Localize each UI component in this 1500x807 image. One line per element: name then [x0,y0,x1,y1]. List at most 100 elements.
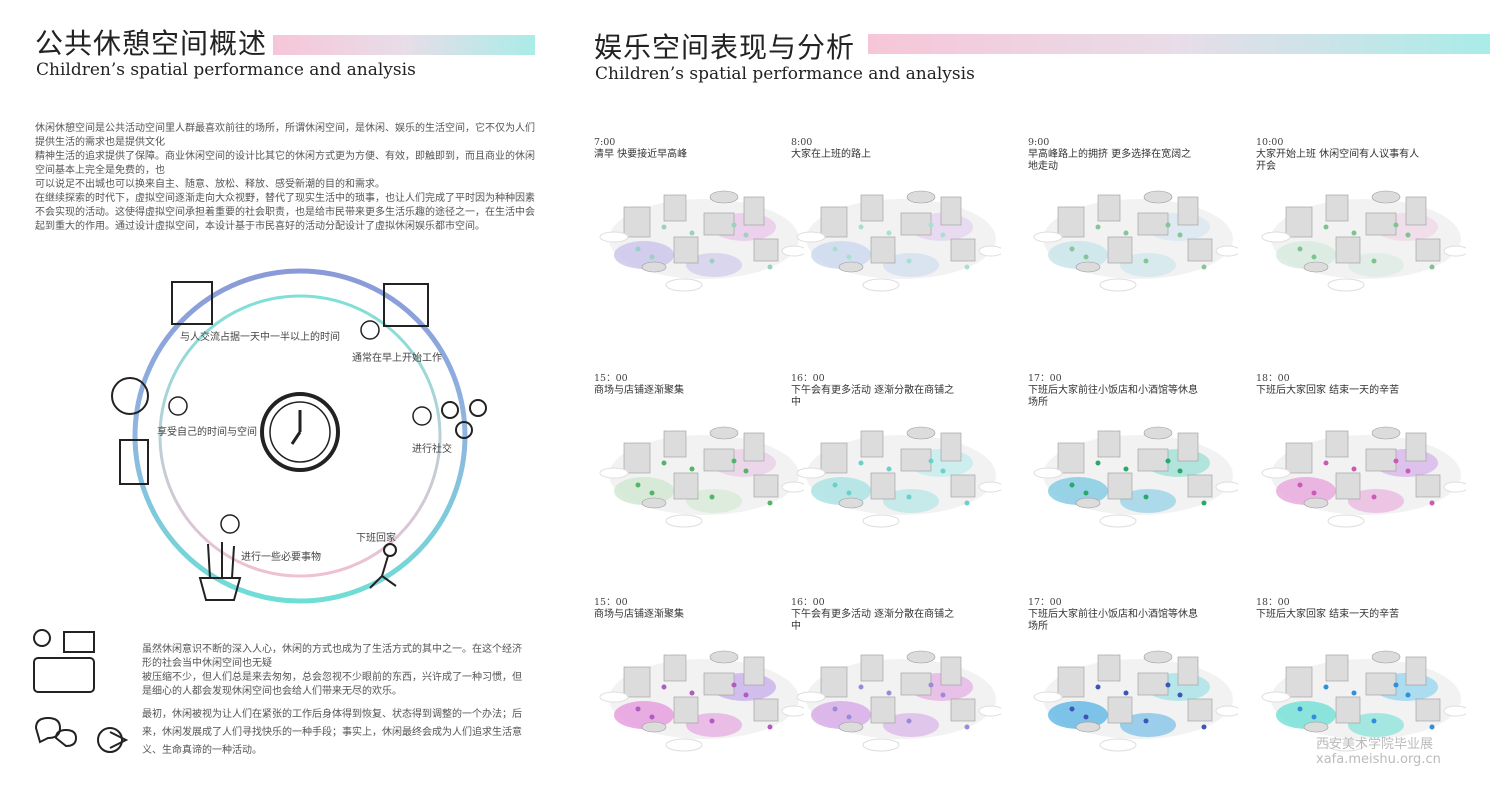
cycle-label: 进行一些必要事物 [241,552,321,563]
megaphone-icon [97,727,129,753]
people-markers [832,458,970,506]
isometric-space-diagram [1261,650,1466,752]
right-subtitle: Children’s spatial performance and analy… [595,64,975,84]
bottom-paragraph-2: 最初，休闲被视为让人们在紧张的工作后身体得到恢复、状态得到调整的一个办法；后来，… [142,709,522,756]
small-clock-icon [168,396,188,416]
time-panel: 7:00 清早 快要接近早高峰 [594,137,804,347]
activity-zone [1348,253,1404,277]
isometric-space-diagram [796,190,1001,292]
panel-time: 16：00 [791,597,825,608]
title-accent-bar [273,35,535,55]
activity-zone [1120,253,1176,277]
time-panel: 18：00 下班后大家回家 结束一天的辛苦 [1256,597,1466,807]
group-celebration-icon [383,283,429,327]
cycle-label: 与人交流占据一天中一半以上的时间 [180,332,340,343]
watermark-url: xafa.meishu.org.cn [1316,752,1441,767]
panel-description: 下午会有更多活动 逐渐分散在商铺之中 [791,385,955,408]
people-markers [635,458,773,506]
small-clock-icon [360,320,380,340]
panel-time: 9:00 [1028,137,1050,148]
outer-ring [132,268,468,604]
panel-description: 商场与店铺逐渐聚集 [594,609,684,620]
panel-time: 17：00 [1028,373,1062,384]
inner-ring [158,294,442,578]
activity-zone [883,713,939,737]
isometric-space-diagram [599,426,804,528]
panel-description: 早高峰路上的拥挤 更多选择在宽阔之地走动 [1028,149,1192,172]
panel-time: 10:00 [1256,137,1284,148]
panel-description: 商场与店铺逐渐聚集 [594,385,684,396]
activity-zone [1276,701,1336,729]
panel-description: 下班后大家前往小饭店和小酒馆等休息场所 [1028,385,1198,408]
activity-zone [686,489,742,513]
time-panel: 16：00 下午会有更多活动 逐渐分散在商铺之中 [791,373,1001,583]
isometric-space-diagram [1033,426,1238,528]
people-markers [635,222,773,270]
time-panel: 17：00 下班后大家前往小饭店和小酒馆等休息场所 [1028,373,1238,583]
activity-zone [811,477,871,505]
activity-zone [1048,241,1108,269]
title-accent-bar [868,34,1490,54]
activity-zone [614,477,674,505]
activity-zone [686,713,742,737]
activity-zone [1120,489,1176,513]
cycle-label: 下班回家 [356,533,396,544]
people-markers [635,682,773,730]
activity-zone [1276,241,1336,269]
relaxing-person-icon [33,629,95,693]
people-markers [1297,222,1435,270]
isometric-space-diagram [796,650,1001,752]
cycle-label: 通常在早上开始工作 [352,353,442,364]
activity-zone [1276,477,1336,505]
small-clock-icon [412,406,432,426]
panel-description: 下班后大家回家 结束一天的辛苦 [1256,609,1400,620]
panel-time: 15：00 [594,373,628,384]
time-panel: 15：00 商场与店铺逐渐聚集 [594,373,804,583]
activity-zone [1120,713,1176,737]
people-markers [832,222,970,270]
panel-time: 17：00 [1028,597,1062,608]
time-panel: 17：00 下班后大家前往小饭店和小酒馆等休息场所 [1028,597,1238,807]
panel-description: 下班后大家回家 结束一天的辛苦 [1256,385,1400,396]
activity-zone [614,701,674,729]
speech-bubbles-icon [34,716,78,748]
panel-description: 大家在上班的路上 [791,149,871,160]
clock-icon [260,392,340,472]
activity-zone [883,489,939,513]
cycle-label: 进行社交 [412,444,452,455]
panel-time: 18：00 [1256,373,1290,384]
panel-time: 15：00 [594,597,628,608]
time-panel: 18：00 下班后大家回家 结束一天的辛苦 [1256,373,1466,583]
activity-zone [1348,489,1404,513]
people-markers [1297,682,1435,730]
phone-person-icon [119,439,149,485]
time-panel: 8:00 大家在上班的路上 [791,137,1001,347]
isometric-space-diagram [1261,426,1466,528]
activity-zone [614,241,674,269]
activity-zone [1348,713,1404,737]
cycle-label: 享受自己的时间与空间 [157,427,257,438]
people-markers [1069,222,1207,270]
left-subtitle: Children’s spatial performance and analy… [36,60,416,80]
people-markers [832,682,970,730]
isometric-space-diagram [1033,650,1238,752]
isometric-space-diagram [599,650,804,752]
time-panel: 16：00 下午会有更多活动 逐渐分散在商铺之中 [791,597,1001,807]
isometric-space-diagram [599,190,804,292]
activity-zone [1048,477,1108,505]
music-icon [111,377,149,415]
plants-icon [198,542,242,601]
activity-zone [1048,701,1108,729]
activity-zone [811,701,871,729]
watermark-logo: 西安美术学院毕业展 [1316,737,1434,752]
left-title: 公共休憩空间概述 [35,27,268,60]
panel-description: 下班后大家前往小饭店和小酒馆等休息场所 [1028,609,1198,632]
panel-time: 7:00 [594,137,616,148]
social-emoji-icon [441,399,487,439]
panel-description: 大家开始上班 休闲空间有人议事有人开会 [1256,149,1420,172]
small-clock-icon [220,514,240,534]
isometric-space-diagram [1033,190,1238,292]
time-panel: 10:00 大家开始上班 休闲空间有人议事有人开会 [1256,137,1466,347]
isometric-space-diagram [796,426,1001,528]
isometric-space-diagram [1261,190,1466,292]
